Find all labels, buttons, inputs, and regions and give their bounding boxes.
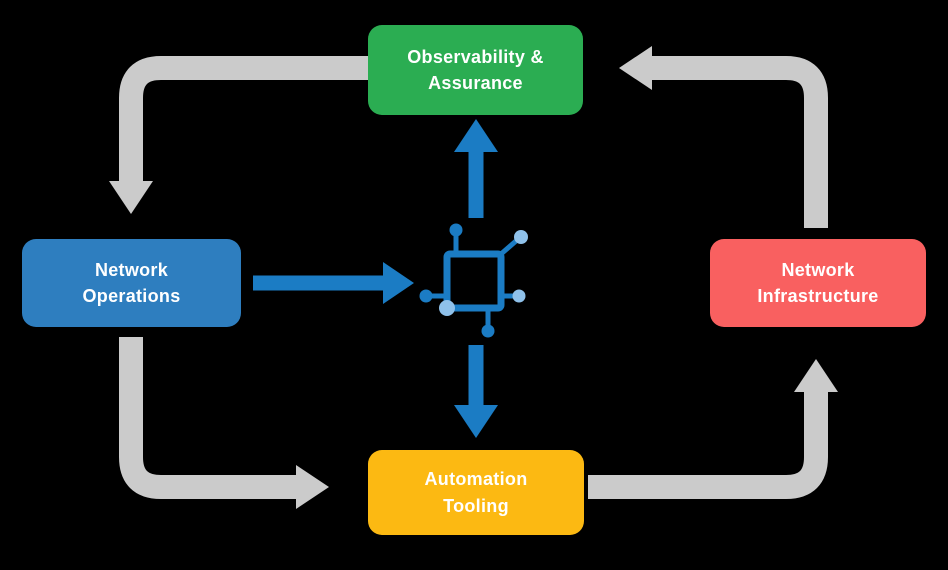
- arrow-observability-to-operations: [109, 56, 368, 214]
- hub-stub-topright: [499, 239, 518, 256]
- network-hub-icon: [419, 223, 528, 338]
- node-label-line: Operations: [82, 286, 181, 306]
- node-label-line: Network: [94, 259, 169, 280]
- arrow-hub-to-observability: [454, 119, 498, 218]
- node-label-line: Tooling: [443, 495, 509, 516]
- arrow-head: [454, 405, 498, 438]
- arrow-head: [454, 119, 498, 152]
- node-automation-tooling: Automation Tooling: [368, 450, 584, 535]
- hub-node-light-right: [512, 289, 526, 303]
- hub-node-light-corner: [439, 300, 455, 316]
- hub-node-dark-bottom: [481, 324, 495, 338]
- arrow-shaft: [119, 56, 368, 183]
- node-label-line: Observability &: [407, 46, 544, 67]
- arrow-head: [296, 465, 329, 509]
- arrow-infrastructure-to-observability: [619, 46, 828, 228]
- arrow-head: [619, 46, 652, 90]
- arrow-head: [109, 181, 153, 214]
- arrow-hub-to-automation: [454, 345, 498, 438]
- node-observability-assurance: Observability & Assurance: [368, 25, 583, 115]
- arrow-automation-to-infrastructure: [588, 359, 838, 499]
- arrow-head: [383, 262, 414, 304]
- arrow-operations-to-automation: [119, 337, 329, 509]
- node-label-line: Assurance: [428, 73, 523, 93]
- hub-node-dark-left: [419, 289, 433, 303]
- arrow-shaft: [651, 56, 828, 228]
- arrow-operations-to-hub: [253, 262, 414, 304]
- arrow-head: [794, 359, 838, 392]
- hub-node-dark-top: [449, 223, 463, 237]
- arrow-shaft: [119, 337, 298, 499]
- node-label-line: Automation: [424, 469, 528, 490]
- node-label-line: Infrastructure: [757, 286, 879, 306]
- hub-node-light-topright: [514, 230, 528, 244]
- arrow-shaft: [588, 392, 828, 499]
- node-label-line: Network: [781, 259, 855, 280]
- node-network-operations: Network Operations: [22, 239, 241, 327]
- node-network-infrastructure: Network Infrastructure: [710, 239, 926, 327]
- hub-square: [443, 250, 505, 312]
